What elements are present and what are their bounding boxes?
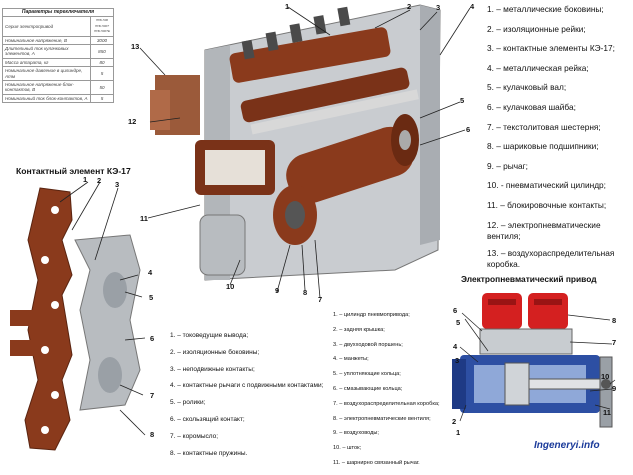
drive-callout-1: 1: [456, 428, 461, 437]
drive-callout-8: 8: [612, 316, 617, 325]
legend-item: 3. – двухходовой поршень;: [333, 341, 403, 348]
callout-12: 12: [128, 117, 137, 126]
drive-callout-7: 7: [612, 338, 617, 347]
electropneumatic-valve: [150, 90, 170, 130]
drive-legend: 1. – цилиндр пневмопривода; 2. – задняя …: [333, 312, 453, 475]
drive-callout-2: 2: [452, 417, 457, 426]
legend-item: 8. – электропневматические вентиля;: [333, 415, 431, 422]
callout-3: 3: [436, 3, 441, 12]
contact-element-title: Контактный элемент КЭ-17: [16, 166, 131, 176]
drive-callout-3: 3: [455, 356, 460, 365]
legend-item: 8. – контактные пружины.: [170, 449, 248, 457]
drive-callout-6: 6: [453, 306, 458, 315]
contact-callout-3: 3: [115, 180, 120, 189]
legend-item: 1. – металлические боковины;: [487, 4, 604, 14]
insulating-rail-top: [229, 27, 391, 83]
callout-1: 1: [285, 2, 290, 11]
legend-item: 6. – смазывающие кольца;: [333, 385, 403, 392]
parameters-table: Параметры переключателя Серия электропри…: [2, 7, 114, 104]
legend-item: 7. – текстолитовая шестерня;: [487, 121, 601, 132]
piston: [504, 362, 530, 406]
parameters-header: Параметры переключателя: [2, 7, 114, 18]
callout-11: 11: [140, 214, 148, 223]
callout-7: 7: [318, 295, 323, 304]
callout-9: 9: [275, 286, 280, 295]
legend-item: 11. – шарнирно связанный рычаг.: [333, 459, 420, 466]
contact-legend: 1. – токоведущие вывода; 2. – изоляционн…: [170, 332, 330, 466]
legend-item: 9. – воздуховоды;: [333, 430, 379, 437]
callout-6: 6: [466, 125, 471, 134]
contact-element-illustration: [10, 181, 146, 451]
callout-8: 8: [303, 288, 308, 297]
drive-callout-5: 5: [456, 318, 461, 327]
legend-item: 2. – изоляционные рейки;: [487, 23, 586, 34]
legend-item: 5. – ролики;: [170, 399, 206, 407]
callout-13: 13: [131, 42, 140, 51]
contact-elements-top: [241, 6, 351, 60]
roller: [103, 272, 127, 308]
contact-callout-5: 5: [149, 293, 154, 302]
legend-item: 7. – коромысло;: [170, 432, 219, 440]
electropneumatic-valve-left: [482, 293, 522, 329]
legend-item: 1. – токоведущие вывода;: [170, 332, 249, 339]
legend-item: 7. – воздухораспределительная коробка;: [333, 400, 440, 407]
drive-callout-9: 9: [612, 384, 617, 393]
watermark: Ingeneryi.info: [534, 440, 600, 451]
contact-callout-8: 8: [150, 430, 155, 439]
drive-title: Электропневматический привод: [461, 274, 597, 284]
metal-side-plate: [420, 5, 440, 245]
contact-callout-7: 7: [150, 391, 155, 400]
drive-callout-11: 11: [603, 408, 611, 417]
legend-item: 11. – блокировочные контакты;: [487, 199, 607, 210]
main-legend: 1. – металлические боковины; 2. – изоляц…: [487, 4, 633, 278]
legend-item: 4. – контактные рычаги с подвижными конт…: [170, 382, 324, 390]
pneumatic-cylinder: [199, 214, 246, 276]
legend-item: 6. – кулачковая шайба;: [487, 101, 576, 112]
legend-item: 8. – шариковые подшипники;: [487, 141, 599, 152]
insulating-rail-middle: [240, 67, 410, 123]
legend-item: 3. – неподвижные контакты;: [170, 365, 255, 373]
cam-drum: [286, 126, 414, 204]
legend-item: 4. – манжеты;: [333, 356, 369, 363]
current-lead: [10, 310, 40, 326]
legend-item: 4. – металлическая рейка;: [487, 62, 589, 73]
callout-2: 2: [407, 2, 412, 11]
callout-4: 4: [470, 2, 475, 11]
legend-item: 5. – уплотняющие кольца;: [333, 371, 401, 378]
switch-apparatus-illustration: [139, 4, 471, 299]
drive-callout-10: 10: [601, 372, 610, 381]
legend-item: 13. – воздухораспределительная коробка.: [487, 247, 615, 269]
electropneumatic-valve-right: [528, 293, 568, 329]
legend-item: 5. – кулачковый вал;: [487, 82, 567, 93]
lever: [599, 356, 613, 428]
contact-callout-6: 6: [150, 334, 155, 343]
legend-item: 9. – рычаг;: [487, 160, 528, 171]
cam-shaft: [250, 89, 419, 135]
contact-callout-4: 4: [148, 268, 153, 277]
legend-item: 10. – шток;: [333, 445, 362, 452]
legend-item: 2. – изоляционные боковины;: [170, 348, 260, 356]
legend-item: 2. – задняя крышка;: [333, 326, 385, 333]
contact-callout-2: 2: [97, 176, 102, 185]
legend-item: 12. – электропневматические вентиля;: [487, 219, 601, 241]
callout-10: 10: [226, 282, 235, 291]
table-row: Номинальное напряжение блок-контактов, В…: [2, 80, 114, 95]
legend-item: 1. – цилиндр пневмопривода;: [333, 312, 410, 318]
air-distribution-box: [479, 328, 573, 355]
piston-rod: [528, 378, 610, 390]
rear-cover: [452, 359, 466, 409]
legend-item: 10. - пневматический цилиндр;: [487, 180, 606, 191]
drive-callout-4: 4: [453, 342, 458, 351]
callout-5: 5: [460, 96, 465, 105]
legend-item: 6. – скользящий контакт;: [170, 415, 245, 423]
contact-callout-1: 1: [83, 175, 88, 184]
pneumatic-drive-illustration: [452, 293, 616, 428]
legend-item: 3. – контактные элементы КЭ-17;: [487, 43, 615, 54]
